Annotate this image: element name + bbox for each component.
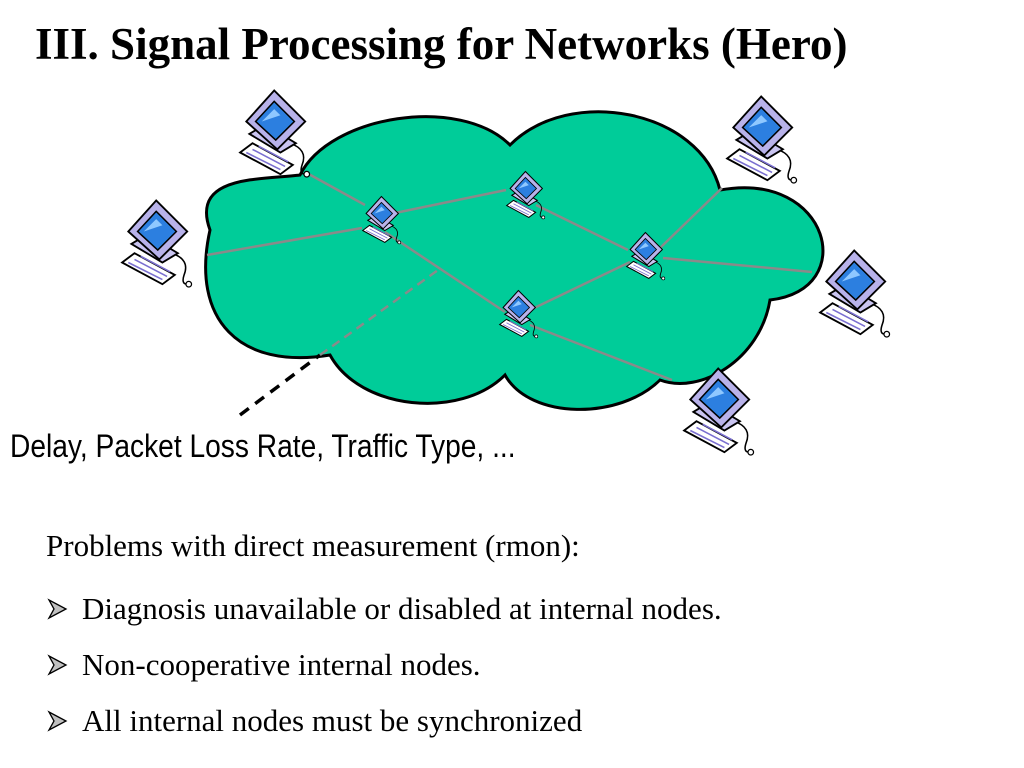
measurement-caption: Delay, Packet Loss Rate, Traffic Type, .… [10, 428, 516, 464]
problem-item: All internal nodes must be synchronized [46, 693, 722, 749]
link [659, 187, 723, 249]
computer-icon [819, 249, 891, 338]
arrow-bullet-icon [47, 710, 68, 732]
measurement-pointer-inner [319, 268, 439, 357]
problem-item: Non-cooperative internal nodes. [46, 637, 722, 693]
computer-icon [239, 89, 311, 178]
problem-text: Diagnosis unavailable or disabled at int… [82, 591, 722, 626]
link [535, 203, 629, 252]
link [384, 230, 506, 314]
problems-heading: Problems with direct measurement (rmon): [46, 528, 580, 563]
computer-icon [121, 199, 193, 288]
link [394, 188, 507, 215]
problem-item: Diagnosis unavailable or disabled at int… [46, 581, 722, 637]
link [206, 226, 363, 257]
arrow-bullet-icon [47, 598, 68, 620]
problem-text: Non-cooperative internal nodes. [82, 647, 481, 682]
measurement-pointer [238, 353, 322, 417]
slide-title: III. Signal Processing for Networks (Her… [35, 19, 848, 69]
link [529, 323, 673, 382]
computer-icon [726, 95, 798, 184]
network-cloud [204, 110, 825, 411]
link [529, 260, 631, 312]
link [304, 170, 366, 207]
arrow-bullet-icon [47, 654, 68, 676]
link [662, 256, 813, 274]
problems-list: Problems with direct measurement (rmon):… [46, 525, 722, 749]
problem-text: All internal nodes must be synchronized [82, 703, 583, 738]
